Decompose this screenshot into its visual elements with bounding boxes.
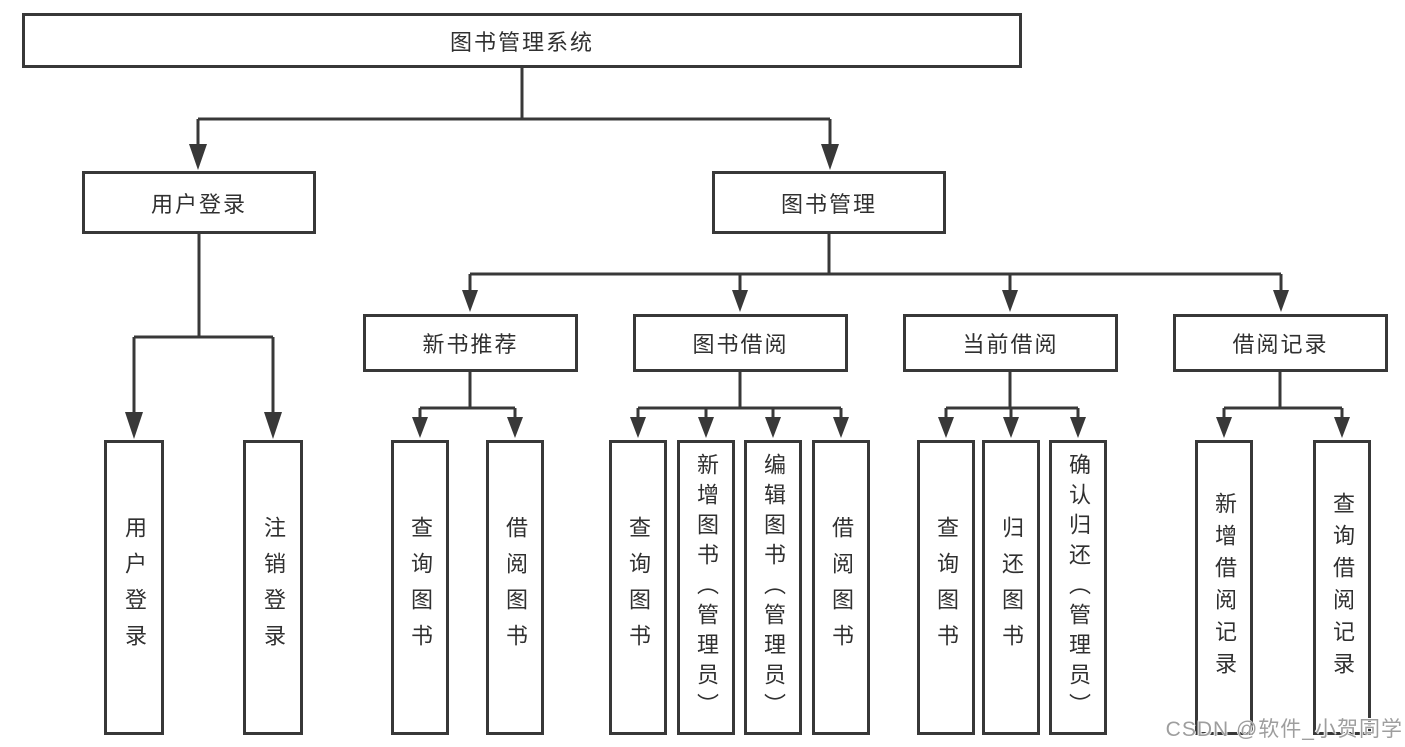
- csdn-watermark: CSDN @软件_小贺同学: [1165, 718, 1403, 741]
- node-leaf-query-book-2: 查询图书: [609, 440, 667, 735]
- connector-current-borrow-branch: [938, 372, 1086, 438]
- node-leaf-user-login-label: 用户登录: [122, 515, 147, 660]
- node-leaf-add-borrow-record: 新增借阅记录: [1195, 440, 1253, 735]
- node-leaf-confirm-return-admin: 确认归还（管理员）: [1049, 440, 1107, 735]
- node-library-system-label: 图书管理系统: [449, 29, 594, 55]
- node-leaf-user-login: 用户登录: [104, 440, 164, 735]
- node-user-login: 用户登录: [82, 171, 316, 234]
- node-leaf-add-book-admin: 新增图书（管理员）: [677, 440, 735, 735]
- node-leaf-query-borrow-record-label: 查询借阅记录: [1330, 491, 1355, 684]
- node-leaf-add-borrow-record-label: 新增借阅记录: [1212, 491, 1237, 684]
- connector-book-management-branch: [462, 234, 1289, 312]
- connector-book-borrow-branch: [630, 372, 849, 438]
- node-user-login-label: 用户登录: [150, 191, 247, 217]
- node-leaf-add-book-admin-label: 新增图书（管理员）: [694, 452, 719, 723]
- node-leaf-query-book-3-label: 查询图书: [934, 515, 959, 660]
- node-book-management-label: 图书管理: [780, 191, 877, 217]
- node-leaf-borrow-book-1: 借阅图书: [486, 440, 544, 735]
- node-leaf-borrow-book-2: 借阅图书: [812, 440, 870, 735]
- node-leaf-query-book-2-label: 查询图书: [626, 515, 651, 660]
- node-library-system: 图书管理系统: [22, 13, 1022, 68]
- connector-user-login-branch: [125, 234, 282, 439]
- node-leaf-query-borrow-record: 查询借阅记录: [1313, 440, 1371, 735]
- node-new-book-recommend: 新书推荐: [363, 314, 578, 372]
- node-book-borrow-label: 图书借阅: [692, 332, 789, 357]
- node-leaf-return-book: 归还图书: [982, 440, 1040, 735]
- node-book-borrow: 图书借阅: [633, 314, 848, 372]
- node-leaf-confirm-return-admin-label: 确认归还（管理员）: [1066, 452, 1091, 723]
- connector-new-book-branch: [412, 372, 523, 438]
- node-leaf-logout: 注销登录: [243, 440, 303, 735]
- node-leaf-return-book-label: 归还图书: [999, 515, 1024, 660]
- node-new-book-recommend-label: 新书推荐: [422, 332, 519, 357]
- node-current-borrow: 当前借阅: [903, 314, 1118, 372]
- node-book-management: 图书管理: [712, 171, 946, 234]
- node-leaf-logout-label: 注销登录: [261, 515, 286, 660]
- connector-borrow-record-branch: [1216, 372, 1350, 438]
- node-leaf-query-book-1: 查询图书: [391, 440, 449, 735]
- node-leaf-borrow-book-2-label: 借阅图书: [829, 515, 854, 660]
- connector-root-to-level2: [189, 68, 839, 170]
- node-leaf-edit-book-admin: 编辑图书（管理员）: [744, 440, 802, 735]
- node-leaf-query-book-3: 查询图书: [917, 440, 975, 735]
- node-leaf-query-book-1-label: 查询图书: [408, 515, 433, 660]
- node-borrow-record: 借阅记录: [1173, 314, 1388, 372]
- node-leaf-edit-book-admin-label: 编辑图书（管理员）: [761, 452, 786, 723]
- node-borrow-record-label: 借阅记录: [1232, 332, 1329, 357]
- node-leaf-borrow-book-1-label: 借阅图书: [503, 515, 528, 660]
- node-current-borrow-label: 当前借阅: [962, 332, 1059, 357]
